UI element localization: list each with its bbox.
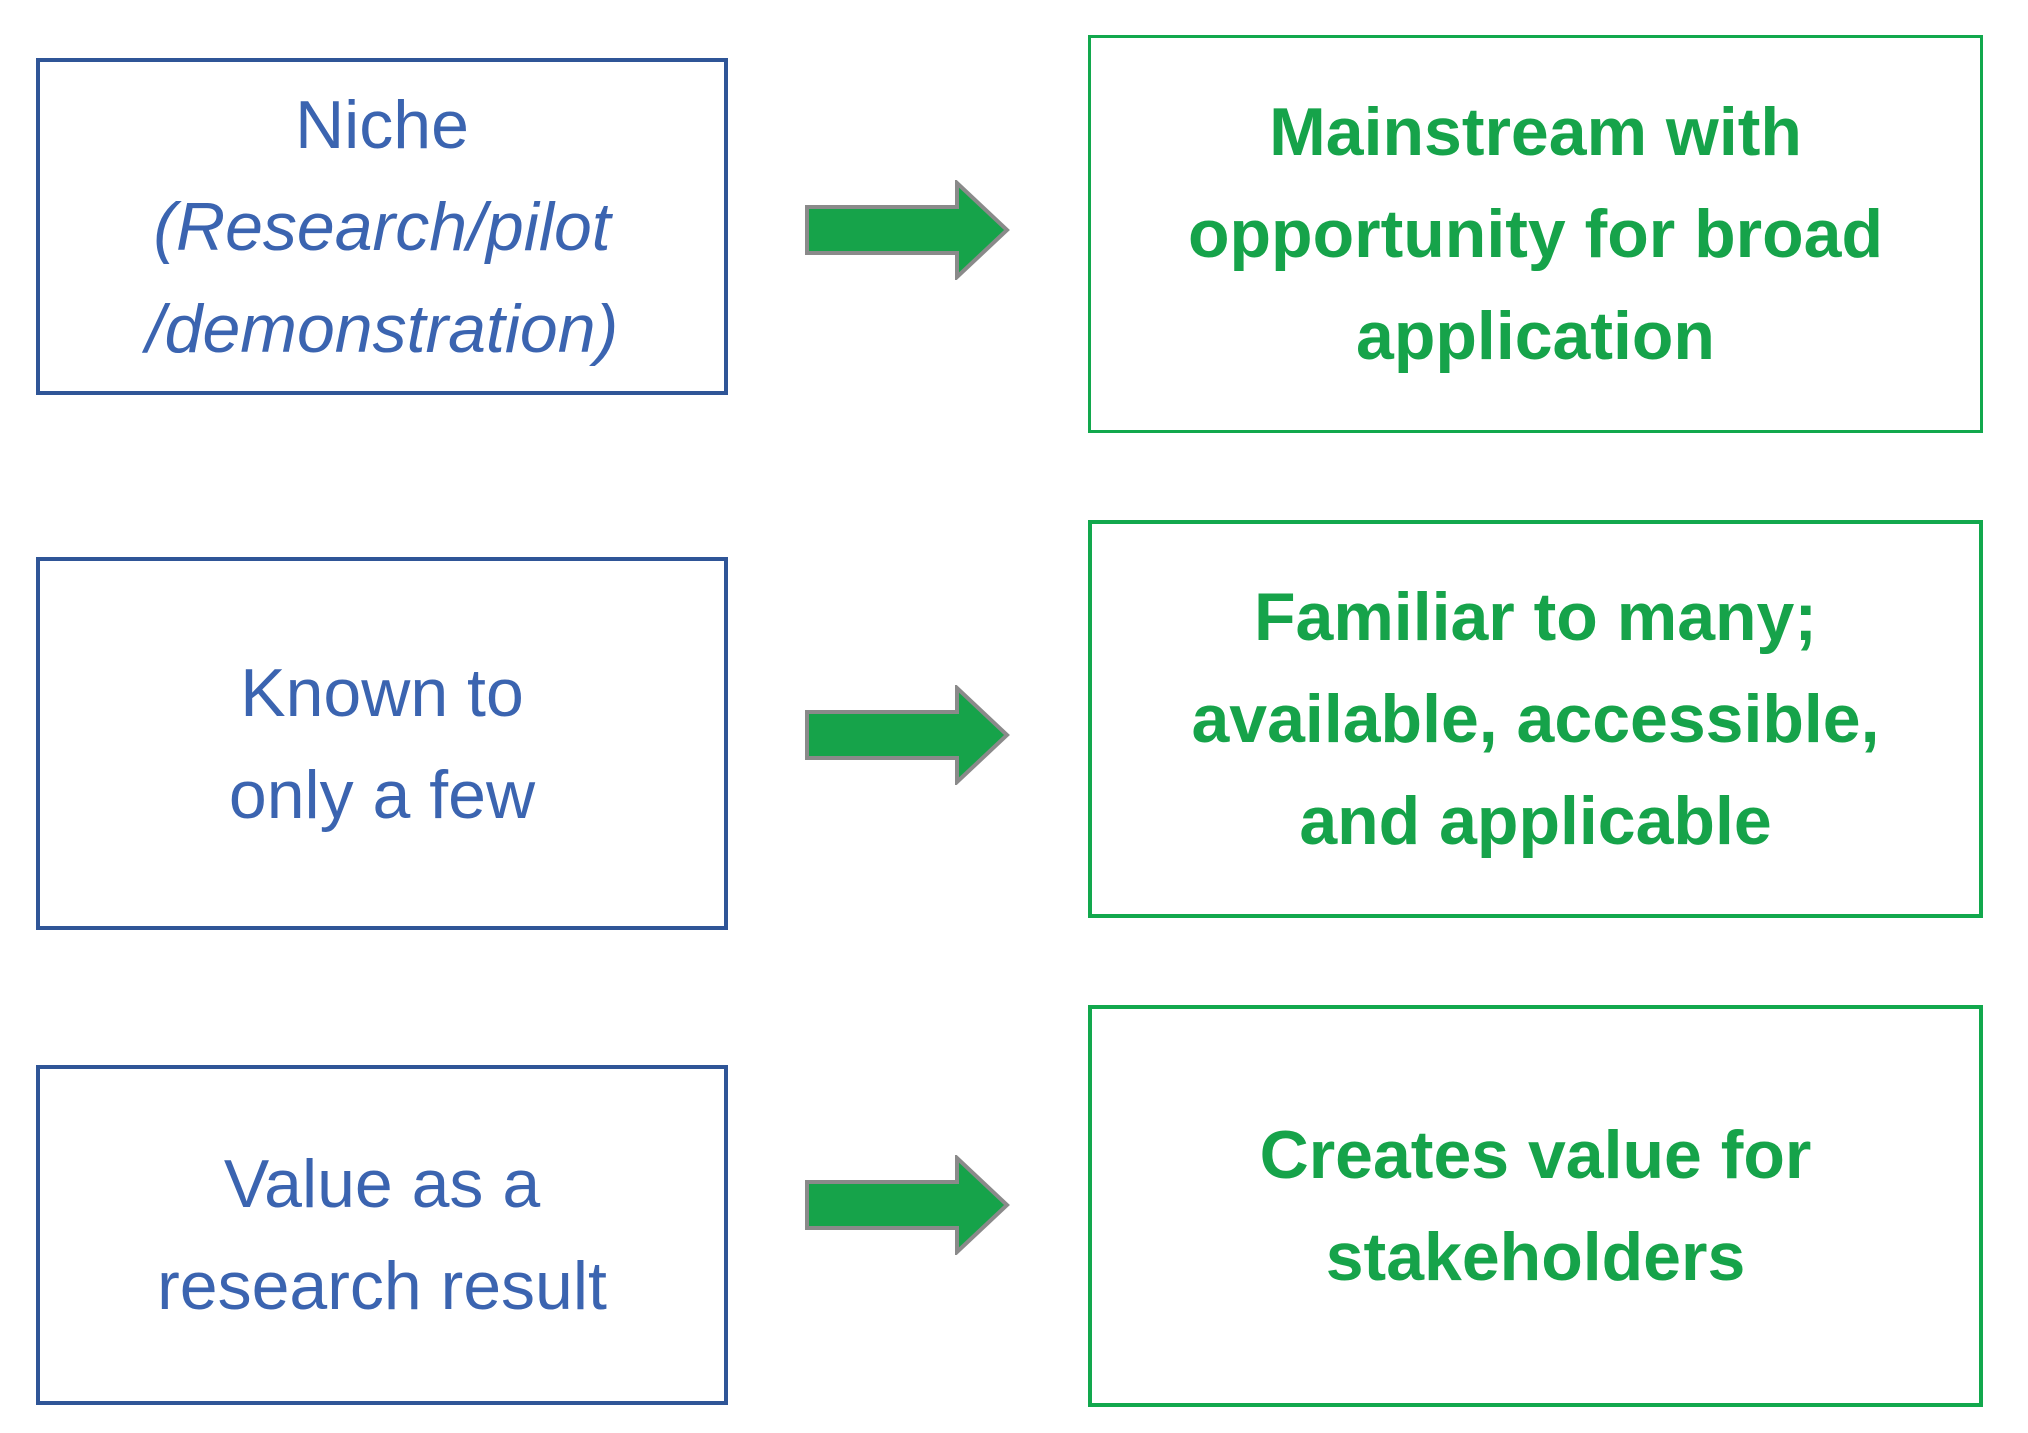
box-text-line: application (1356, 298, 1715, 374)
box-text-line: Niche (295, 86, 469, 163)
box-text-line: Value as a (223, 1146, 541, 1222)
familiar-box: Familiar to many; available, accessible,… (1088, 520, 1983, 918)
box-text-line: Mainstream with (1269, 94, 1802, 170)
research-value-box: Value as a research result (36, 1065, 728, 1405)
box-text-line: opportunity for broad (1187, 196, 1883, 272)
box-text-line: only a few (228, 756, 536, 833)
box-text-line: Familiar to many; (1253, 579, 1818, 655)
box-text-line: (Research/pilot (153, 188, 611, 265)
box-text-line: stakeholders (1325, 1219, 1746, 1295)
box-text-line: research result (157, 1248, 607, 1324)
box-text-line: and applicable (1299, 783, 1772, 859)
box-text-line: available, accessible, (1191, 681, 1880, 757)
box-text-line: /demonstration) (145, 290, 619, 367)
stakeholder-value-box: Creates value for stakeholders (1088, 1005, 1983, 1407)
box-text-line: Known to (240, 654, 524, 731)
right-arrow-icon (805, 685, 1010, 785)
niche-stage-box: Niche (Research/pilot /demonstration) (36, 58, 728, 395)
right-arrow-icon (805, 180, 1010, 280)
mainstream-box: Mainstream with opportunity for broad ap… (1088, 35, 1983, 433)
right-arrow-icon (805, 1155, 1010, 1255)
box-text-line: Creates value for (1259, 1117, 1812, 1193)
known-to-few-box: Known to only a few (36, 557, 728, 930)
